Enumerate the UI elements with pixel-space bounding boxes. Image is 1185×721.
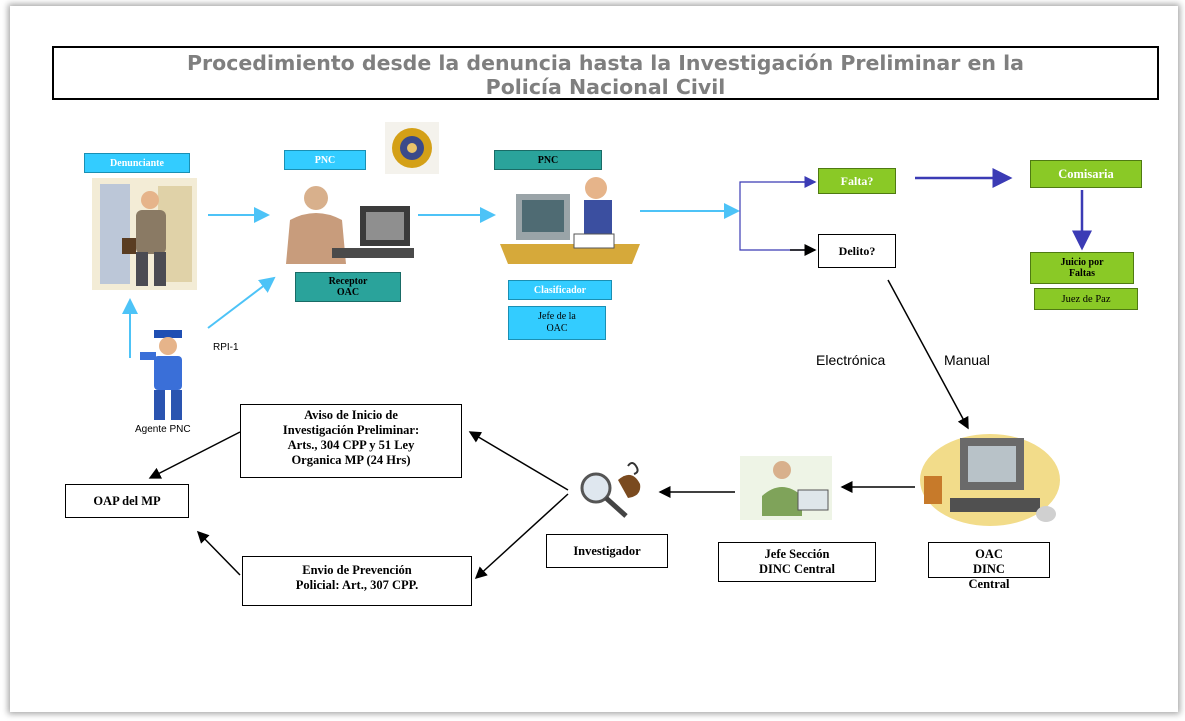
clasificador-computer-icon bbox=[500, 177, 640, 264]
page-frame bbox=[10, 6, 1178, 712]
aviso-line-3: Arts., 304 CPP y 51 Ley bbox=[287, 438, 415, 452]
rpi-label: RPI-1 bbox=[213, 342, 239, 353]
aviso-line-1: Aviso de Inicio de bbox=[304, 408, 398, 422]
arrow-envio-oap bbox=[196, 530, 241, 576]
oac-dinc-line-2: DINC bbox=[973, 562, 1005, 576]
envio-prevencion-box: Envio de Prevención Policial: Art., 307 … bbox=[242, 556, 472, 606]
oac-dinc-box: OAC DINC Central bbox=[928, 542, 1050, 591]
jefe-oac-label: Jefe de la OAC bbox=[508, 306, 606, 340]
jefe-oac-line-2: OAC bbox=[546, 323, 568, 334]
denunciante-figure-icon bbox=[92, 178, 197, 290]
agente-pnc-figure-icon bbox=[140, 330, 182, 420]
title-line-1: Procedimiento desde la denuncia hasta la… bbox=[187, 51, 1024, 75]
investigador-box: Investigador bbox=[546, 534, 668, 568]
jefe-seccion-computer-icon bbox=[740, 456, 832, 520]
juicio-faltas-box: Juicio por Faltas bbox=[1030, 252, 1134, 284]
receptor-line-1: Receptor bbox=[328, 276, 368, 287]
juicio-line-1: Juicio por bbox=[1060, 257, 1104, 268]
manual-label: Manual bbox=[944, 352, 990, 368]
falta-decision: Falta? bbox=[818, 168, 896, 194]
pnc-badge-icon bbox=[385, 122, 439, 174]
envio-line-1: Envio de Prevención bbox=[302, 563, 412, 577]
clasificador-label: Clasificador bbox=[508, 280, 612, 300]
jefe-seccion-line-2: DINC Central bbox=[758, 562, 836, 576]
arrow-aviso-oap bbox=[148, 431, 241, 479]
electronica-label: Electrónica bbox=[816, 352, 886, 368]
page-title: Procedimiento desde la denuncia hasta la… bbox=[52, 46, 1159, 100]
branch-bracket bbox=[739, 181, 812, 251]
receptor-computer-icon bbox=[286, 186, 414, 264]
pnc-label-1: PNC bbox=[284, 150, 366, 170]
investigador-magnifier-icon bbox=[580, 462, 641, 518]
jefe-seccion-box: Jefe Sección DINC Central bbox=[718, 542, 876, 582]
denunciante-label: Denunciante bbox=[84, 153, 190, 173]
oap-mp-box: OAP del MP bbox=[65, 484, 189, 518]
envio-line-2: Policial: Art., 307 CPP. bbox=[295, 578, 419, 592]
juez-paz-box: Juez de Paz bbox=[1034, 288, 1138, 310]
juicio-line-2: Faltas bbox=[1068, 268, 1096, 279]
jefe-oac-line-1: Jefe de la bbox=[538, 311, 576, 322]
arrow-investigador-aviso bbox=[468, 431, 569, 491]
title-line-2: Policía Nacional Civil bbox=[485, 75, 726, 99]
receptor-oac-label: Receptor OAC bbox=[295, 272, 401, 302]
oac-dinc-computer-icon bbox=[920, 434, 1060, 526]
pnc-label-2: PNC bbox=[494, 150, 602, 170]
oac-dinc-line-1: OAC bbox=[975, 547, 1003, 561]
arrow-investigador-envio bbox=[474, 493, 569, 580]
jefe-seccion-line-1: Jefe Sección bbox=[764, 547, 830, 561]
aviso-line-4: Organica MP (24 Hrs) bbox=[291, 453, 411, 467]
arrow-agente-receptor bbox=[207, 276, 276, 329]
arrow-delito-oac bbox=[887, 279, 969, 430]
receptor-line-2: OAC bbox=[336, 287, 360, 298]
delito-decision: Delito? bbox=[818, 234, 896, 268]
oac-dinc-line-3: Central bbox=[968, 577, 1010, 591]
aviso-inicio-box: Aviso de Inicio de Investigación Prelimi… bbox=[240, 404, 462, 478]
aviso-line-2: Investigación Preliminar: bbox=[282, 423, 420, 437]
comisaria-box: Comisaria bbox=[1030, 160, 1142, 188]
agente-pnc-label: Agente PNC bbox=[135, 424, 191, 435]
